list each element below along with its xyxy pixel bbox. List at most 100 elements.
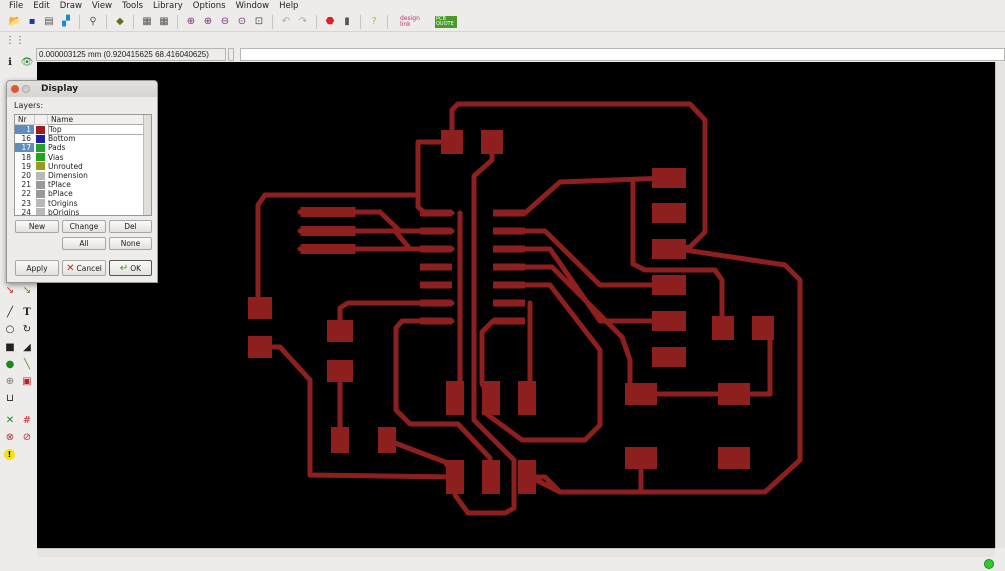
col-nr[interactable]: Nr (18, 115, 27, 124)
smd-pad[interactable] (493, 263, 525, 271)
display-icon[interactable]: ▦ (159, 16, 169, 27)
trace[interactable] (522, 175, 672, 216)
smd-pad[interactable] (327, 360, 353, 382)
trace[interactable] (449, 101, 708, 252)
cam-icon[interactable]: ▞ (62, 16, 70, 27)
attribute-icon[interactable]: ▣ (22, 375, 32, 387)
redo-icon[interactable]: ↷ (298, 16, 308, 27)
zoom-fit-icon[interactable]: ⊕ (186, 16, 196, 27)
layer-icon[interactable]: ▦ (142, 16, 152, 27)
smd-pad[interactable] (482, 381, 500, 415)
vertical-scrollbar[interactable] (995, 62, 1005, 548)
go-icon[interactable]: ▮ (344, 16, 350, 27)
new-button[interactable]: New (15, 220, 59, 233)
trace[interactable] (630, 177, 725, 331)
smd-pad[interactable] (420, 263, 452, 271)
menu-file[interactable]: File (9, 1, 24, 11)
smd-pad[interactable] (493, 245, 525, 253)
circle-icon[interactable]: ○ (5, 323, 15, 335)
drc-icon[interactable]: ⊘ (22, 431, 32, 443)
horizontal-scrollbar[interactable] (37, 548, 995, 557)
apply-button[interactable]: Apply (15, 260, 59, 276)
trace[interactable] (481, 282, 603, 443)
menu-window[interactable]: Window (235, 1, 270, 11)
smd-pad[interactable] (300, 244, 356, 254)
rect-icon[interactable]: ■ (5, 341, 15, 353)
smd-pad[interactable] (652, 239, 686, 259)
none-button[interactable]: None (109, 237, 152, 250)
trace[interactable] (452, 210, 463, 401)
zoom-select-icon[interactable]: ⊡ (254, 16, 264, 27)
smd-pad[interactable] (420, 227, 452, 235)
smd-pad[interactable] (420, 281, 452, 289)
menu-options[interactable]: Options (192, 1, 226, 11)
smd-pad[interactable] (493, 227, 525, 235)
auto-icon[interactable]: # (22, 414, 32, 426)
zoom-out-icon[interactable]: ⊖ (220, 16, 230, 27)
close-icon[interactable] (11, 85, 19, 93)
trace[interactable] (452, 139, 517, 516)
trace[interactable] (393, 318, 494, 480)
signal-icon[interactable]: ╲ (23, 358, 31, 370)
ratsnest-icon[interactable]: ✕ (5, 414, 15, 426)
errors-icon[interactable]: ! (4, 449, 15, 460)
layer-list-scrollbar[interactable] (143, 115, 151, 215)
designlink-logo[interactable]: design link (400, 14, 420, 28)
zoom-redraw-icon[interactable]: ⊙ (237, 16, 247, 27)
smd-pad[interactable] (625, 383, 657, 405)
smd-pad[interactable] (652, 311, 686, 331)
polygon-icon[interactable]: ◢ (23, 341, 31, 353)
script-icon[interactable]: ⚲ (89, 16, 97, 27)
smd-pad[interactable] (652, 168, 686, 188)
smd-pad[interactable] (420, 299, 452, 307)
smd-pad[interactable] (248, 336, 272, 358)
del-button[interactable]: Del (109, 220, 152, 233)
menu-edit[interactable]: Edit (33, 1, 50, 11)
dimension-icon[interactable]: ⊔ (6, 392, 14, 404)
trace[interactable] (257, 344, 458, 480)
smd-pad[interactable] (652, 347, 686, 367)
smd-pad[interactable] (300, 226, 356, 236)
smd-pad[interactable] (248, 297, 272, 319)
help-icon[interactable]: ? (371, 16, 377, 27)
board-icon[interactable]: ◆ (116, 16, 124, 27)
menu-tools[interactable]: Tools (122, 1, 144, 11)
zoom-in-icon[interactable]: ⊕ (203, 16, 213, 27)
smd-pad[interactable] (718, 447, 750, 469)
via-icon[interactable]: ● (5, 358, 15, 370)
menu-draw[interactable]: Draw (59, 1, 82, 11)
command-history-button[interactable] (228, 48, 234, 61)
command-input[interactable] (240, 48, 1005, 61)
all-button[interactable]: All (62, 237, 106, 250)
smd-pad[interactable] (378, 427, 396, 453)
board-canvas[interactable] (37, 62, 995, 548)
smd-pad[interactable] (481, 130, 503, 154)
show-eye-icon[interactable]: 👁 (20, 56, 34, 68)
smd-pad[interactable] (712, 316, 734, 340)
smd-pad[interactable] (518, 381, 536, 415)
erc-icon[interactable]: ⊗ (5, 431, 15, 443)
stop-icon[interactable]: ⬣ (325, 16, 335, 27)
hole-icon[interactable]: ⊕ (5, 375, 15, 387)
menu-help[interactable]: Help (279, 1, 299, 11)
menu-view[interactable]: View (91, 1, 113, 11)
arc-icon[interactable]: ↻ (22, 323, 32, 335)
save-icon[interactable]: ▪ (28, 16, 36, 27)
smd-pad[interactable] (446, 460, 464, 494)
smd-pad[interactable] (652, 275, 686, 295)
minimize-icon[interactable] (22, 85, 30, 93)
smd-pad[interactable] (625, 447, 657, 469)
smd-pad[interactable] (441, 130, 463, 154)
smd-pad[interactable] (420, 245, 452, 253)
smd-pad[interactable] (327, 320, 353, 342)
smd-pad[interactable] (652, 203, 686, 223)
pcbquote-logo[interactable]: PCB QUOTE (435, 15, 457, 28)
